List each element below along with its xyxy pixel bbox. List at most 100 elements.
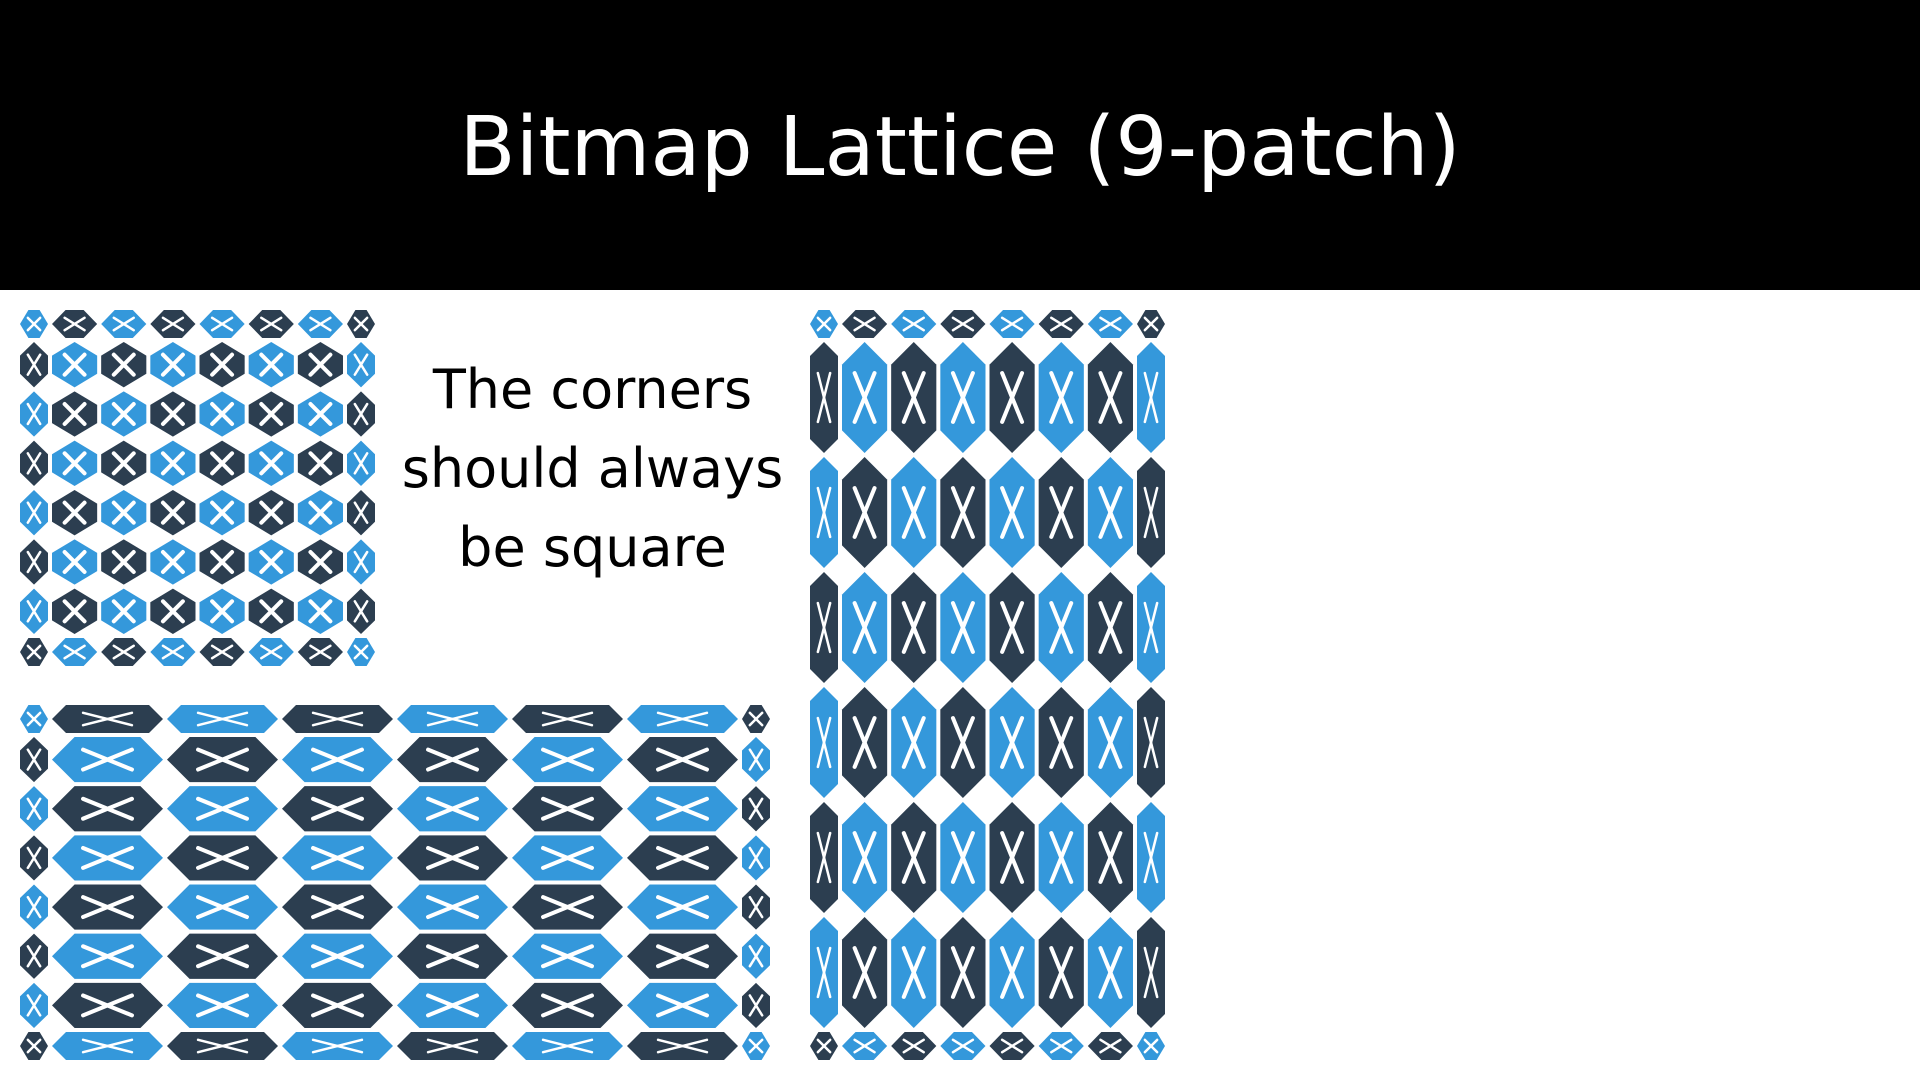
x-glyph-icon [426, 993, 479, 1018]
x-glyph-icon [541, 796, 594, 821]
x-glyph-icon [1000, 946, 1025, 999]
x-glyph-icon [160, 401, 185, 427]
lattice-tile [52, 391, 98, 437]
lattice-tile [512, 884, 623, 930]
lattice-tile [282, 982, 393, 1028]
lattice-tile [347, 588, 375, 634]
x-glyph-icon [353, 353, 369, 376]
lattice-tile [150, 440, 196, 486]
x-glyph-icon [311, 993, 364, 1018]
x-glyph-icon [951, 316, 975, 332]
lattice-tile [52, 835, 163, 881]
lattice-tile [167, 933, 278, 979]
lattice-tile [1137, 572, 1165, 683]
x-glyph-icon [26, 895, 42, 919]
lattice-tile [199, 490, 245, 536]
lattice-tile [397, 705, 508, 733]
x-glyph-icon [656, 747, 709, 772]
x-glyph-icon [1143, 831, 1159, 884]
x-glyph-icon [26, 1038, 42, 1054]
x-glyph-icon [950, 371, 975, 424]
x-glyph-icon [160, 500, 185, 525]
lattice-tile [810, 802, 838, 913]
lattice-tile [52, 539, 98, 585]
x-glyph-icon [656, 796, 709, 821]
lattice-tile [167, 737, 278, 783]
lattice-tile [248, 391, 294, 437]
x-glyph-icon [111, 451, 136, 476]
x-glyph-icon [309, 316, 332, 332]
lattice-tile [512, 1032, 623, 1060]
x-glyph-icon [26, 452, 42, 475]
x-glyph-icon [541, 895, 594, 920]
lattice-tile [1038, 457, 1084, 568]
x-glyph-icon [260, 644, 283, 660]
lattice-tile [167, 835, 278, 881]
lattice-tile [842, 342, 888, 453]
x-glyph-icon [901, 946, 926, 999]
x-glyph-icon [160, 549, 185, 575]
lattice-tile [20, 737, 48, 783]
x-glyph-icon [426, 845, 479, 870]
lattice-tile [282, 737, 393, 783]
x-glyph-icon [353, 316, 369, 332]
lattice-tile [1137, 687, 1165, 798]
x-glyph-icon [353, 644, 369, 660]
lattice-tile [248, 539, 294, 585]
lattice-tile [1087, 310, 1133, 338]
x-glyph-icon [112, 316, 135, 332]
lattice-tile [248, 490, 294, 536]
lattice-tile [810, 310, 838, 338]
x-glyph-icon [311, 944, 364, 969]
lattice-tile [1137, 917, 1165, 1028]
x-glyph-icon [26, 945, 42, 968]
x-glyph-icon [852, 486, 877, 539]
x-glyph-icon [816, 316, 832, 332]
x-glyph-icon [160, 451, 185, 476]
x-glyph-icon [259, 401, 284, 427]
x-glyph-icon [1143, 486, 1159, 539]
lattice-tile [842, 1032, 888, 1060]
lattice-tile [742, 1032, 770, 1060]
lattice-tile [297, 539, 343, 585]
lattice-tile [627, 1032, 738, 1060]
lattice-stretched-vertical [810, 310, 1165, 1060]
lattice-tile [627, 786, 738, 832]
x-glyph-icon [311, 845, 364, 870]
lattice-tile [891, 802, 937, 913]
lattice-tile [891, 687, 937, 798]
lattice-tile [20, 933, 48, 979]
x-glyph-icon [853, 316, 876, 332]
lattice-tile [199, 440, 245, 486]
lattice-tile [891, 1032, 937, 1060]
lattice-tile [20, 342, 48, 388]
x-glyph-icon [81, 895, 134, 920]
caption-line-2: should always [401, 437, 784, 500]
lattice-tile [52, 884, 163, 930]
lattice-tile [810, 1032, 838, 1060]
x-glyph-icon [1143, 316, 1159, 332]
lattice-tile [742, 835, 770, 881]
lattice-tile [150, 391, 196, 437]
x-glyph-icon [1000, 371, 1025, 424]
x-glyph-icon [748, 797, 764, 820]
x-glyph-icon [1000, 601, 1025, 654]
x-glyph-icon [353, 452, 369, 475]
x-glyph-icon [196, 1038, 249, 1054]
lattice-tile [150, 310, 196, 338]
x-glyph-icon [1143, 601, 1159, 654]
x-glyph-icon [308, 401, 333, 427]
x-glyph-icon [816, 601, 832, 654]
lattice-tile [248, 342, 294, 388]
x-glyph-icon [1098, 946, 1123, 999]
lattice-tile [989, 687, 1035, 798]
lattice-tile [52, 440, 98, 486]
lattice-tile [282, 835, 393, 881]
x-glyph-icon [1000, 316, 1024, 332]
x-glyph-icon [1049, 716, 1074, 769]
lattice-tile [297, 440, 343, 486]
lattice-tile [101, 342, 147, 388]
x-glyph-icon [1050, 1038, 1073, 1054]
x-glyph-icon [81, 711, 134, 727]
lattice-tile [989, 802, 1035, 913]
